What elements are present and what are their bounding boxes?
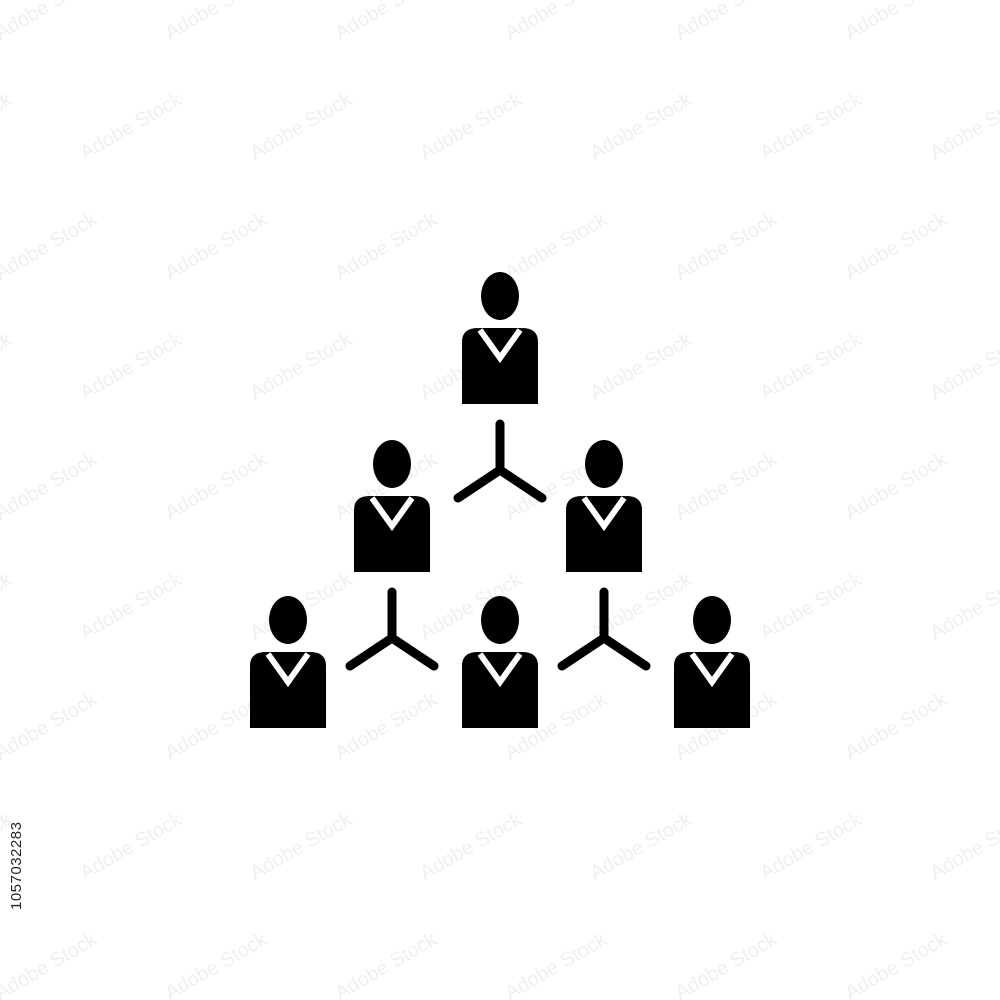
connector-line xyxy=(599,633,651,671)
watermark-text: Adobe Stock xyxy=(332,928,442,1000)
person-body xyxy=(462,652,538,728)
watermark-text: Adobe Stock xyxy=(0,928,102,1000)
watermark-text: Adobe Stock xyxy=(587,808,697,884)
connector-line xyxy=(345,633,397,671)
watermark-text: Adobe Stock xyxy=(757,328,867,404)
watermark-text: Adobe Stock xyxy=(162,0,272,44)
person-body xyxy=(354,496,430,572)
person-collar xyxy=(477,328,523,364)
person-icon xyxy=(674,596,750,728)
watermark-text: Adobe Stock xyxy=(927,328,1000,404)
person-tie xyxy=(490,330,510,344)
watermark-text: Adobe Stock xyxy=(332,0,442,44)
watermark-text: Adobe Stock xyxy=(247,808,357,884)
person-icon xyxy=(566,440,642,572)
watermark-text: Adobe Stock xyxy=(842,0,952,44)
person-body xyxy=(462,328,538,404)
stock-id-label: 1057032283 xyxy=(8,821,25,910)
watermark-text: Adobe Stock xyxy=(332,688,442,764)
person-head xyxy=(269,596,307,644)
person-icon xyxy=(250,596,326,728)
watermark-text: Adobe Stock xyxy=(672,208,782,284)
watermark-text: Adobe Stock xyxy=(417,808,527,884)
branch-connector-icon xyxy=(453,419,547,503)
watermark-text: Adobe Stock xyxy=(0,448,102,524)
watermark-text: Adobe Stock xyxy=(502,928,612,1000)
watermark-text: Adobe Stock xyxy=(502,0,612,44)
watermark-text: Adobe Stock xyxy=(757,568,867,644)
watermark-text: Adobe Stock xyxy=(0,568,17,644)
person-head xyxy=(481,596,519,644)
watermark-text: Adobe Stock xyxy=(247,88,357,164)
watermark-text: Adobe Stock xyxy=(672,448,782,524)
watermark-text: Adobe Stock xyxy=(502,208,612,284)
watermark-text: Adobe Stock xyxy=(77,328,187,404)
watermark-text: Adobe Stock xyxy=(757,808,867,884)
person-tie xyxy=(278,654,298,668)
person-head xyxy=(585,440,623,488)
watermark-text: Adobe Stock xyxy=(0,0,102,44)
person-collar xyxy=(581,496,627,532)
watermark-text: Adobe Stock xyxy=(842,688,952,764)
watermark-text: Adobe Stock xyxy=(587,328,697,404)
watermark-text: Adobe Stock xyxy=(927,88,1000,164)
watermark-text: Adobe Stock xyxy=(587,88,697,164)
person-head xyxy=(373,440,411,488)
person-collar xyxy=(369,496,415,532)
watermark-text: Adobe Stock xyxy=(162,208,272,284)
person-collar xyxy=(265,652,311,688)
person-tie xyxy=(702,654,722,668)
watermark-text: Adobe Stock xyxy=(927,808,1000,884)
person-tie xyxy=(490,654,510,668)
person-icon xyxy=(354,440,430,572)
branch-connector-icon xyxy=(345,587,439,671)
watermark-text: Adobe Stock xyxy=(672,928,782,1000)
connector-line xyxy=(453,465,505,503)
watermark-text: Adobe Stock xyxy=(332,208,442,284)
person-head xyxy=(693,596,731,644)
person-collar xyxy=(477,652,523,688)
person-icon xyxy=(462,596,538,728)
watermark-text: Adobe Stock xyxy=(162,448,272,524)
watermark-text: Adobe Stock xyxy=(757,88,867,164)
watermark-text: Adobe Stock xyxy=(417,88,527,164)
watermark-text: Adobe Stock xyxy=(672,0,782,44)
person-tie xyxy=(382,498,402,512)
person-body xyxy=(566,496,642,572)
person-body xyxy=(250,652,326,728)
connector-line xyxy=(495,465,547,503)
watermark-text: Adobe Stock xyxy=(77,568,187,644)
person-head xyxy=(481,272,519,320)
watermark-text: Adobe Stock xyxy=(77,88,187,164)
watermark-text: Adobe Stock xyxy=(77,808,187,884)
person-tie xyxy=(594,498,614,512)
watermark-text: Adobe Stock xyxy=(927,568,1000,644)
person-collar xyxy=(689,652,735,688)
watermark-text: Adobe Stock xyxy=(842,208,952,284)
watermark-text: Adobe Stock xyxy=(0,208,102,284)
watermark-text: Adobe Stock xyxy=(162,928,272,1000)
connector-line xyxy=(387,633,439,671)
branch-connector-icon xyxy=(557,587,651,671)
connector-line xyxy=(557,633,609,671)
person-icon xyxy=(462,272,538,404)
watermark-text: Adobe Stock xyxy=(842,928,952,1000)
watermark-text: Adobe Stock xyxy=(0,88,17,164)
watermark-text: Adobe Stock xyxy=(0,328,17,404)
watermark-text: Adobe Stock xyxy=(0,688,102,764)
person-body xyxy=(674,652,750,728)
watermark-text: Adobe Stock xyxy=(247,328,357,404)
watermark-text: Adobe Stock xyxy=(842,448,952,524)
